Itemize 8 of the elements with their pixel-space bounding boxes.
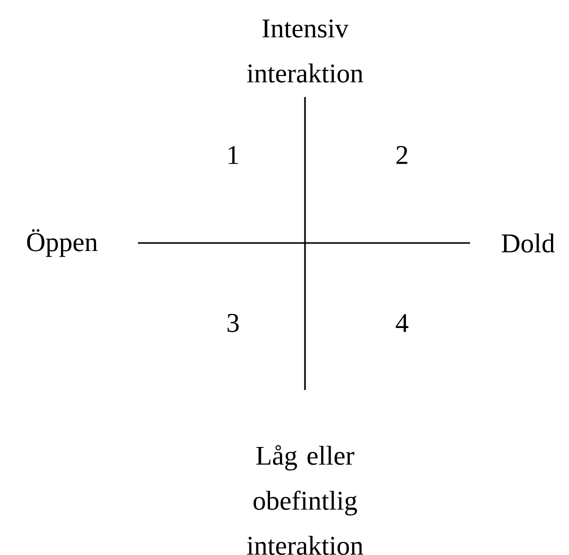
quadrant-number: 3 xyxy=(228,314,239,332)
quadrant-number: 4 xyxy=(396,314,408,332)
quadrant-number: 1 xyxy=(228,146,238,164)
axis-label: Dold xyxy=(502,234,555,252)
axis-label: Låg eller obefintlig interaktion xyxy=(247,445,364,555)
axis-label: Intensiv interaktion xyxy=(247,19,364,83)
quadrant-number: 2 xyxy=(396,146,408,164)
axis-label: Öppen xyxy=(27,229,98,257)
